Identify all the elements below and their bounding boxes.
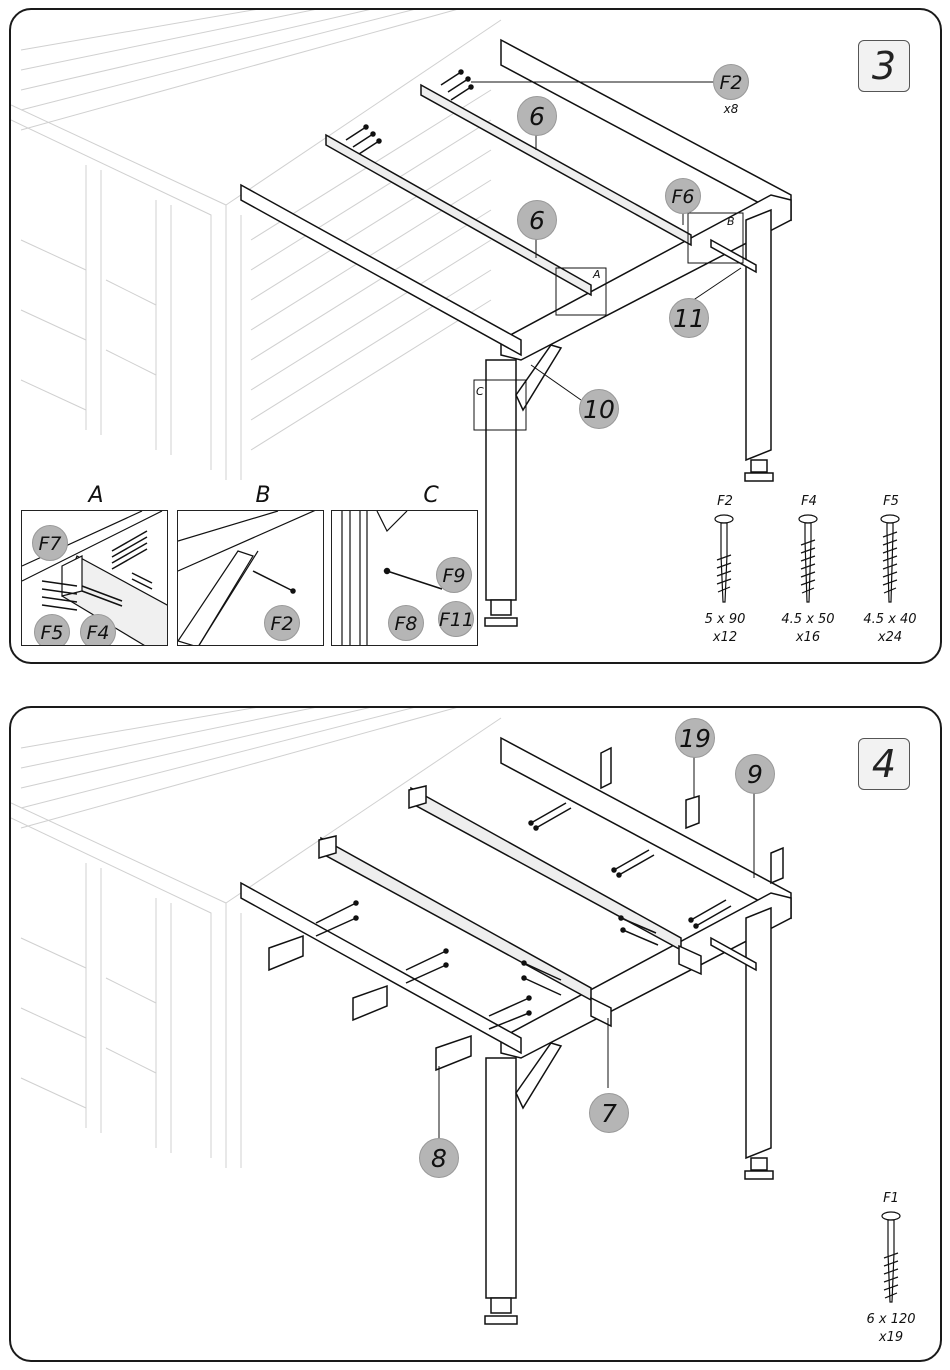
screw-f2-size: 5 x 90	[690, 612, 760, 627]
callout-f2: F2	[713, 64, 749, 100]
inset-b-drawing	[178, 511, 324, 646]
callout-part-6-mid: 6	[517, 200, 557, 240]
screw-f4-qty: x16	[773, 630, 843, 645]
screw-f5-code: F5	[871, 494, 911, 509]
callout-f6: F6	[665, 178, 701, 214]
inset-b: F2	[177, 510, 324, 646]
callout-part-7: 7	[589, 1093, 629, 1133]
inset-c-f11: F11	[438, 601, 474, 637]
detail-marker-a: A	[593, 268, 601, 281]
frame-structure	[241, 738, 791, 1324]
screw-f5-qty: x24	[855, 630, 925, 645]
screw-f4-code: F4	[789, 494, 829, 509]
inset-c-f9: F9	[436, 557, 472, 593]
callout-part-8: 8	[419, 1138, 459, 1178]
shed-outline	[11, 708, 501, 1168]
step-number: 3	[858, 40, 910, 92]
detail-marker-c: C	[476, 385, 484, 398]
step-3-panel: 3 F2 x8 6 6 F6 11 10 A B C A F7 F5 F4	[9, 8, 942, 664]
detail-marker-b: B	[727, 215, 735, 228]
inset-b-title: B	[243, 483, 283, 508]
inset-a: F7 F5 F4	[21, 510, 168, 646]
screw-f1-size: 6 x 120	[856, 1312, 926, 1327]
screw-f1-qty: x19	[856, 1330, 926, 1345]
screw-f1-code: F1	[871, 1191, 911, 1206]
inset-c-f8: F8	[388, 605, 424, 641]
screw-f4-size: 4.5 x 50	[773, 612, 843, 627]
shed-outline	[11, 10, 501, 480]
screw-f5-size: 4.5 x 40	[855, 612, 925, 627]
inset-a-f4: F4	[80, 614, 116, 646]
inset-a-f7: F7	[32, 525, 68, 561]
inset-c-title: C	[411, 483, 451, 508]
screw-f2-qty: x12	[690, 630, 760, 645]
callout-part-19: 19	[675, 718, 715, 758]
inset-a-title: A	[76, 483, 116, 508]
step-number: 4	[858, 738, 910, 790]
screw-f2-code: F2	[705, 494, 745, 509]
inset-a-f5: F5	[34, 614, 70, 646]
callout-part-11: 11	[669, 298, 709, 338]
step-4-illustration	[11, 708, 942, 1362]
inset-b-f2: F2	[264, 605, 300, 641]
callout-part-10: 10	[579, 389, 619, 429]
callout-part-9: 9	[735, 754, 775, 794]
callout-f2-qty: x8	[721, 102, 741, 116]
callout-part-6-top: 6	[517, 96, 557, 136]
step-4-panel: 4 19 9 7 8 F1 6 x 120 x19	[9, 706, 942, 1362]
inset-c: F9 F8 F11	[331, 510, 478, 646]
